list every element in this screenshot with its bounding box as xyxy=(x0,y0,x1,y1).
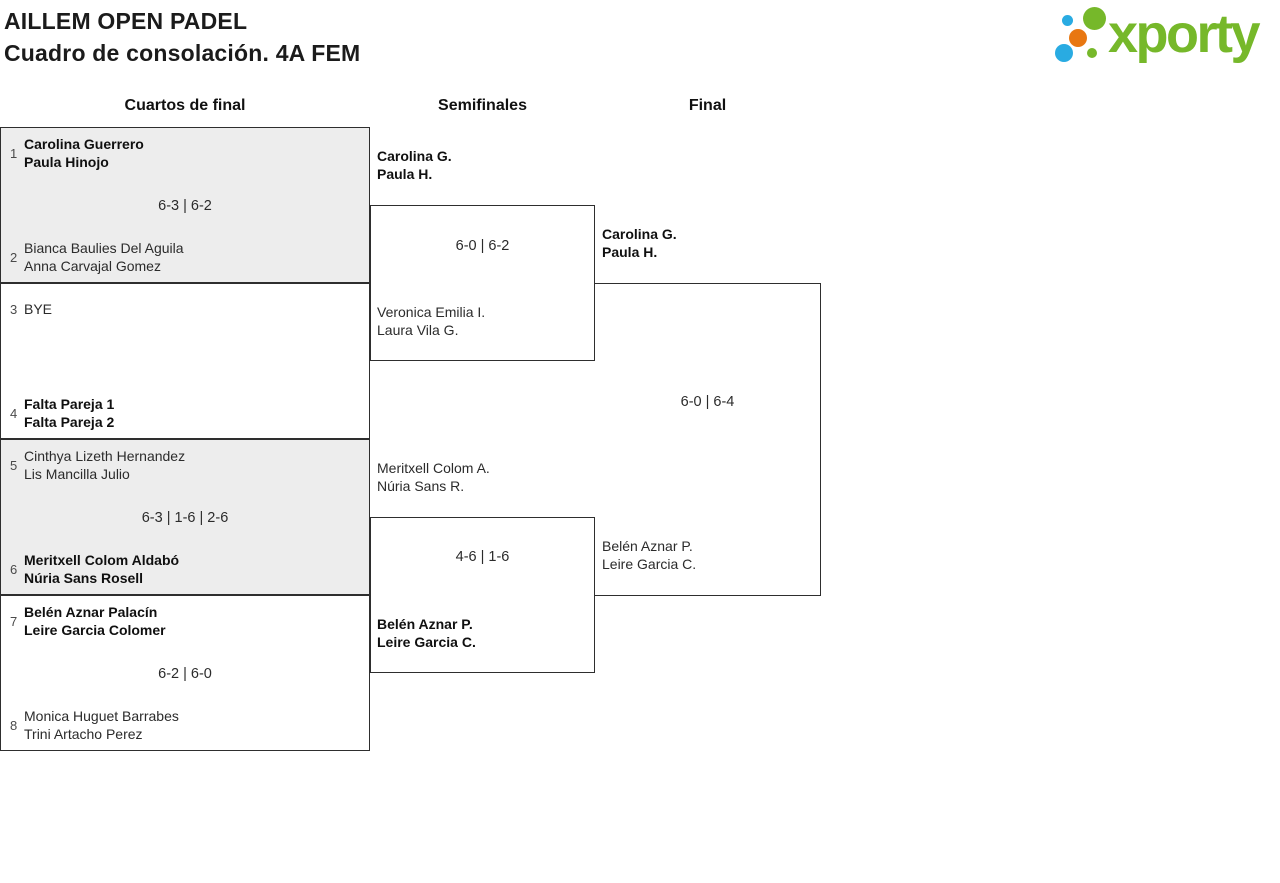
player-name: Núria Sans Rosell xyxy=(24,570,144,586)
match-semifinal-1 xyxy=(370,205,595,361)
player-name: Laura Vila G. xyxy=(377,322,459,338)
seed-number: 2 xyxy=(10,249,18,265)
match-final xyxy=(595,283,821,596)
player-name: BYE xyxy=(24,301,53,317)
player-name: Monica Huguet Barrabes xyxy=(24,708,179,724)
logo-wordmark: xporty xyxy=(1108,4,1261,64)
team-entry: 6 Meritxell Colom Aldabó Núria Sans Rose… xyxy=(8,550,362,588)
round-header-semifinals: Semifinales xyxy=(438,97,527,114)
player-name: Falta Pareja 2 xyxy=(24,414,115,430)
round-header-final: Final xyxy=(688,97,727,114)
logo-dot-blue-small-icon xyxy=(1062,15,1073,26)
player-name: Meritxell Colom Aldabó xyxy=(24,552,180,568)
player-name: Leire Garcia Colomer xyxy=(24,622,166,638)
semifinal-1-top-team: Carolina G. Paula H. xyxy=(377,147,452,183)
player-name: Núria Sans R. xyxy=(377,478,465,494)
seed-number: 3 xyxy=(10,301,18,317)
team-names: Monica Huguet Barrabes Trini Artacho Per… xyxy=(24,707,179,743)
player-name: Paula H. xyxy=(377,166,433,182)
team-entry: 7 Belén Aznar Palacín Leire Garcia Colom… xyxy=(8,602,362,640)
semifinal-1-bottom-team: Veronica Emilia I. Laura Vila G. xyxy=(377,303,485,339)
player-name: Paula H. xyxy=(602,244,658,260)
match-score: 6-3 | 1-6 | 2-6 xyxy=(141,510,229,526)
xporty-logo: xporty xyxy=(1050,4,1278,68)
player-name: Carolina Guerrero xyxy=(24,136,144,152)
match-semifinal-2 xyxy=(370,517,595,673)
player-name: Belén Aznar Palacín xyxy=(24,604,158,620)
player-name: Anna Carvajal Gomez xyxy=(24,258,161,274)
player-name: Meritxell Colom A. xyxy=(377,460,490,476)
player-name: Carolina G. xyxy=(602,226,677,242)
team-entry: 8 Monica Huguet Barrabes Trini Artacho P… xyxy=(8,706,362,744)
semifinal-1-score: 6-0 | 6-2 xyxy=(455,238,510,254)
seed-number: 6 xyxy=(10,561,18,577)
player-name: Veronica Emilia I. xyxy=(377,304,486,320)
team-names: Meritxell Colom Aldabó Núria Sans Rosell xyxy=(24,551,179,587)
logo-dot-blue-large-icon xyxy=(1055,44,1073,62)
team-names: Belén Aznar Palacín Leire Garcia Colomer xyxy=(24,603,166,639)
page-title: AILLEM OPEN PADEL Cuadro de consolación.… xyxy=(4,5,360,69)
seed-number: 4 xyxy=(10,405,18,421)
tournament-name: AILLEM OPEN PADEL xyxy=(4,8,248,34)
bracket-name: Cuadro de consolación. 4A FEM xyxy=(4,40,361,66)
player-name: Cinthya Lizeth Hernandez xyxy=(24,448,186,464)
team-names: Bianca Baulies Del Aguila Anna Carvajal … xyxy=(24,239,184,275)
player-name: Lis Mancilla Julio xyxy=(24,466,130,482)
semifinal-2-score: 4-6 | 1-6 xyxy=(455,549,510,565)
seed-number: 1 xyxy=(10,145,18,161)
seed-number: 7 xyxy=(10,613,18,629)
player-name: Leire Garcia C. xyxy=(377,634,476,650)
player-name: Bianca Baulies Del Aguila xyxy=(24,240,184,256)
team-names: BYE xyxy=(24,300,52,318)
match-quarterfinal-2: 3 BYE 4 Falta Pareja 1 Falta Pareja 2 xyxy=(0,283,370,439)
seed-number: 5 xyxy=(10,457,18,473)
player-name: Leire Garcia C. xyxy=(602,556,697,572)
match-score: 6-3 | 6-2 xyxy=(158,198,212,214)
match-quarterfinal-1: 1 Carolina Guerrero Paula Hinojo 6-3 | 6… xyxy=(0,127,370,283)
team-names: Carolina Guerrero Paula Hinojo xyxy=(24,135,144,171)
player-name: Trini Artacho Perez xyxy=(24,726,143,742)
team-entry: 3 BYE xyxy=(8,290,362,328)
team-entry: 5 Cinthya Lizeth Hernandez Lis Mancilla … xyxy=(8,446,362,484)
round-header-quarterfinals: Cuartos de final xyxy=(124,97,246,114)
semifinal-2-bottom-team: Belén Aznar P. Leire Garcia C. xyxy=(377,615,476,651)
final-top-team: Carolina G. Paula H. xyxy=(602,225,677,261)
semifinal-2-top-team: Meritxell Colom A. Núria Sans R. xyxy=(377,459,490,495)
team-entry: 1 Carolina Guerrero Paula Hinojo xyxy=(8,134,362,172)
team-entry: 4 Falta Pareja 1 Falta Pareja 2 xyxy=(8,394,362,432)
player-name: Belén Aznar P. xyxy=(602,538,693,554)
logo-dot-green-small-icon xyxy=(1087,48,1097,58)
player-name: Belén Aznar P. xyxy=(377,616,473,632)
final-score: 6-0 | 6-4 xyxy=(680,394,735,410)
team-names: Cinthya Lizeth Hernandez Lis Mancilla Ju… xyxy=(24,447,185,483)
final-bottom-team: Belén Aznar P. Leire Garcia C. xyxy=(602,537,696,573)
player-name: Falta Pareja 1 xyxy=(24,396,115,412)
match-score: 6-2 | 6-0 xyxy=(158,666,212,682)
seed-number: 8 xyxy=(10,717,18,733)
match-quarterfinal-4: 7 Belén Aznar Palacín Leire Garcia Colom… xyxy=(0,595,370,751)
logo-dot-green-large-icon xyxy=(1083,7,1106,30)
player-name: Carolina G. xyxy=(377,148,452,164)
match-quarterfinal-3: 5 Cinthya Lizeth Hernandez Lis Mancilla … xyxy=(0,439,370,595)
team-names: Falta Pareja 1 Falta Pareja 2 xyxy=(24,395,114,431)
logo-dot-orange-icon xyxy=(1069,29,1087,47)
player-name: Paula Hinojo xyxy=(24,154,109,170)
team-entry: 2 Bianca Baulies Del Aguila Anna Carvaja… xyxy=(8,238,362,276)
